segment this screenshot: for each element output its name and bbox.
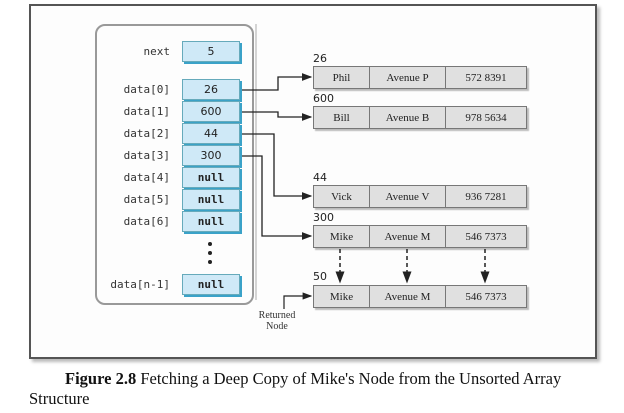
node-name: Vick [314, 186, 370, 207]
figure-caption: Figure 2.8 Fetching a Deep Copy of Mike'… [29, 369, 609, 409]
node-phone: 572 8391 [465, 71, 507, 84]
node-phone: 978 5634 [465, 111, 507, 124]
slot-cell-last: null [182, 274, 240, 295]
node-address: 300 [313, 211, 334, 224]
node-street: Avenue M [370, 286, 446, 307]
node-address: 600 [313, 92, 334, 105]
caption-text: Fetching a Deep Copy of Mike's Node from… [29, 369, 562, 408]
node-street: Avenue P [370, 67, 446, 88]
node-address: 50 [313, 270, 327, 283]
slot-cell: null [182, 211, 240, 232]
node-bill: Bill Avenue B 978 5634 [313, 106, 527, 129]
node-street: Avenue B [370, 107, 446, 128]
returned-label-line2: Node [266, 321, 288, 332]
slot-cell: null [182, 189, 240, 210]
slot-label-last: data[n-1] [110, 278, 170, 291]
next-label: next [143, 45, 171, 58]
slot-cell: 600 [182, 101, 240, 122]
slot-label: data[3] [123, 149, 170, 162]
node-mike: Mike Avenue M 546 7373 [313, 225, 527, 248]
pointer-arrow [242, 73, 313, 91]
slot-label: data[4] [123, 171, 170, 184]
node-phone: 546 7373 [465, 290, 507, 303]
node-phone: 546 7373 [465, 230, 507, 243]
slot-label: data[2] [123, 127, 170, 140]
node-street: Avenue V [370, 186, 446, 207]
ellipsis-dots [208, 242, 212, 264]
slot-label: data[6] [123, 215, 170, 228]
node-address: 26 [313, 52, 327, 65]
pointer-arrow [242, 111, 313, 121]
next-cell: 5 [182, 41, 240, 62]
node-phone: 936 7281 [465, 190, 507, 203]
node-phil: Phil Avenue P 572 8391 [313, 66, 527, 89]
slot-cell: 300 [182, 145, 240, 166]
node-name: Phil [314, 67, 370, 88]
node-mike-copy: Mike Avenue M 546 7373 [313, 285, 527, 308]
node-street: Avenue M [370, 226, 446, 247]
slot-label: data[1] [123, 105, 170, 118]
slot-label: data[0] [123, 83, 170, 96]
node-address: 44 [313, 171, 327, 184]
node-vick: Vick Avenue V 936 7281 [313, 185, 527, 208]
slot-cell: 44 [182, 123, 240, 144]
pointer-arrow [242, 133, 313, 200]
node-name: Bill [314, 107, 370, 128]
returned-arrow [283, 292, 313, 309]
returned-label-line1: Returned [258, 310, 296, 321]
returned-node-label: Returned Node [254, 310, 300, 332]
slot-cell: 26 [182, 79, 240, 100]
slot-label: data[5] [123, 193, 170, 206]
slot-cell: null [182, 167, 240, 188]
caption-figure-number: Figure 2.8 [65, 369, 137, 388]
pointer-arrow [242, 155, 313, 240]
node-name: Mike [314, 286, 370, 307]
node-name: Mike [314, 226, 370, 247]
